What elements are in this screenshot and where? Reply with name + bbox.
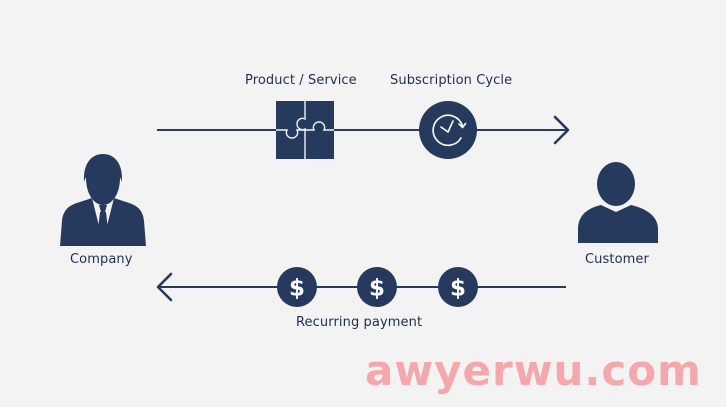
subscription-cycle-label: Subscription Cycle — [390, 73, 513, 88]
right-arrowhead — [553, 115, 570, 145]
person-icon — [578, 162, 658, 243]
dollar-coin-1: $ — [277, 267, 317, 307]
businessman-icon — [60, 154, 146, 246]
recurring-payment-label: Recurring payment — [296, 315, 423, 330]
watermark: awyerwu.com — [365, 346, 702, 395]
dollar-coin-3: $ — [438, 267, 478, 307]
company-label: Company — [70, 252, 133, 267]
customer-label: Customer — [585, 252, 649, 267]
dollar-sign: $ — [450, 276, 466, 302]
dollar-sign: $ — [369, 276, 385, 302]
dollar-coin-2: $ — [357, 267, 397, 307]
clock-icon — [419, 101, 477, 159]
dollar-sign: $ — [289, 276, 305, 302]
product-service-label: Product / Service — [245, 73, 357, 88]
left-arrowhead — [156, 272, 173, 302]
puzzle-icon — [276, 101, 334, 159]
